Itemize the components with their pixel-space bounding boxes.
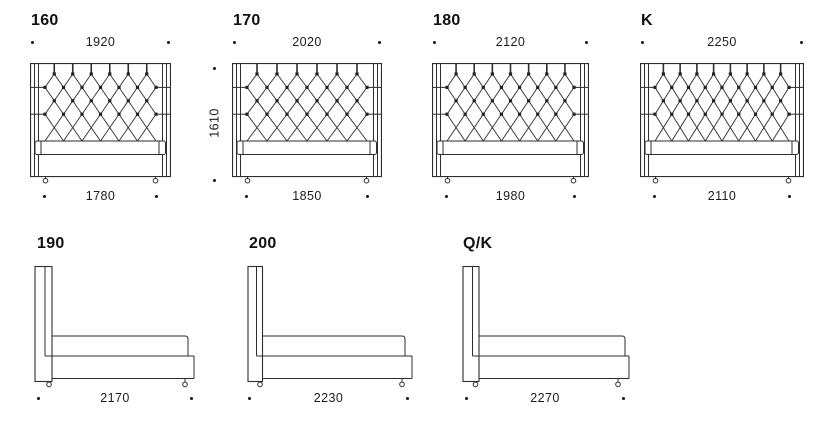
dimension-dot [378, 40, 381, 44]
size-label: 170 [233, 12, 261, 29]
bottom-width-value: 1980 [495, 189, 526, 203]
dimension-dot [622, 396, 625, 400]
top-width-value: 2250 [707, 35, 737, 49]
side-view-diagram-QK: Q/K 2270 [462, 0, 635, 424]
dimension-dot [653, 194, 656, 198]
length-value: 2270 [530, 391, 560, 405]
size-label: 180 [433, 12, 461, 29]
top-width-dimension: 1920 [31, 35, 170, 49]
bed-side-drawing [461, 265, 634, 389]
top-width-dimension: 2120 [433, 35, 588, 49]
bed-side-drawing [246, 265, 417, 389]
size-label: K [641, 12, 653, 29]
dimension-dot [573, 194, 576, 198]
size-label: 160 [31, 12, 59, 29]
dimension-dot [213, 67, 216, 70]
length-value: 2230 [313, 391, 344, 405]
dimension-dot [167, 40, 170, 44]
headboard-front-drawing [639, 63, 805, 189]
dimension-dot [366, 194, 369, 198]
bottom-width-dimension: 1780 [43, 189, 158, 203]
dimension-dot [31, 40, 34, 44]
dimension-dot [213, 179, 216, 182]
headboard-front-drawing [29, 63, 172, 189]
length-dimension: 2270 [465, 391, 625, 405]
size-label: 190 [37, 235, 65, 252]
front-view-diagram-180: 180 2120 1980 [432, 0, 589, 424]
headboard-front-drawing [431, 63, 590, 189]
dimension-dot [641, 40, 644, 44]
length-value: 2170 [100, 391, 130, 405]
dimension-dot [233, 40, 236, 44]
dimension-dot [800, 40, 803, 44]
size-label: 200 [249, 235, 277, 252]
front-view-diagram-K: K 2250 2110 [640, 0, 804, 424]
bottom-width-value: 2110 [707, 189, 737, 203]
top-width-value: 2120 [495, 35, 526, 49]
dimension-dot [788, 194, 791, 198]
top-width-dimension: 2250 [641, 35, 803, 49]
bed-side-drawing [33, 265, 199, 389]
dimension-dot [190, 396, 193, 400]
bottom-width-dimension: 2110 [653, 189, 791, 203]
dimension-dot [245, 194, 248, 198]
top-width-dimension: 2020 [233, 35, 381, 49]
top-width-value: 1920 [85, 35, 116, 49]
bottom-width-dimension: 1980 [445, 189, 576, 203]
dimension-dot [433, 40, 436, 44]
dimension-dot [445, 194, 448, 198]
headboard-front-drawing [231, 63, 383, 189]
side-view-diagram-200: 200 2230 [247, 0, 418, 424]
front-view-diagram-160: 160 1920 1780 [30, 0, 171, 424]
bottom-width-value: 1850 [292, 189, 322, 203]
front-view-diagram-170: 170 2020 1850 [232, 0, 382, 424]
bottom-width-value: 1780 [85, 189, 116, 203]
height-dimension-value: 1610 [207, 108, 222, 138]
size-label: Q/K [463, 235, 493, 252]
side-view-diagram-190: 190 2170 [34, 0, 200, 424]
dimension-dot [43, 194, 46, 198]
bottom-width-dimension: 1850 [245, 189, 369, 203]
dimension-dot [465, 396, 468, 400]
dimension-dot [37, 396, 40, 400]
dimension-dot [248, 396, 251, 400]
dimension-dot [585, 40, 588, 44]
length-dimension: 2170 [37, 391, 193, 405]
top-width-value: 2020 [292, 35, 322, 49]
length-dimension: 2230 [248, 391, 409, 405]
dimension-dot [406, 396, 409, 400]
dimension-dot [155, 194, 158, 198]
